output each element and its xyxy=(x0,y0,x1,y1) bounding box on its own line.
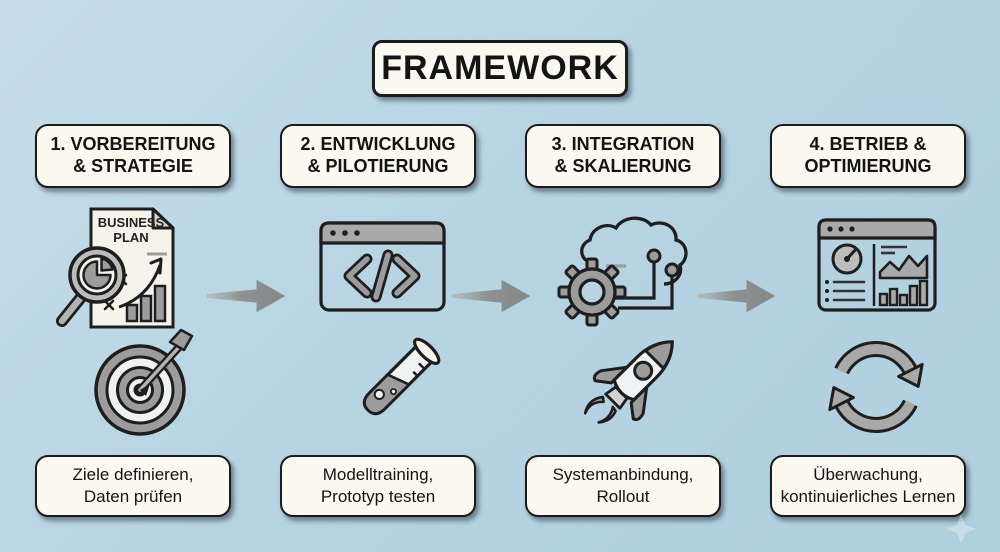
sync-arrowhead-bottom xyxy=(828,386,855,412)
rocket-nose xyxy=(643,340,674,371)
stage-2-caption: Modelltraining, Prototyp testen xyxy=(280,455,476,517)
code-window-icon xyxy=(319,221,446,312)
diagram-title-text: FRAMEWORK xyxy=(381,49,619,87)
area-chart xyxy=(878,254,929,280)
diagram-title: FRAMEWORK xyxy=(372,40,628,97)
stage-3-header: 3. INTEGRATION & SKALIERUNG xyxy=(525,124,721,188)
circuit-node-1 xyxy=(646,248,662,264)
bar-chart xyxy=(878,279,929,307)
sync-arrowhead-top xyxy=(897,362,924,388)
stage-2-header-line2: & PILOTIERUNG xyxy=(307,156,449,176)
stage-1-caption-line1: Ziele definieren, xyxy=(72,464,194,484)
stage-1-caption-line2: Daten prüfen xyxy=(83,487,183,506)
rocket-fin-right xyxy=(629,385,649,422)
rocket-fin-left xyxy=(592,365,629,385)
stage-2-caption-line2: Prototyp testen xyxy=(320,487,436,506)
stage-3-caption-line2: Rollout xyxy=(596,487,650,506)
business-plan-label-line1: BUSINESS xyxy=(98,215,165,230)
rocket-window xyxy=(633,360,654,381)
flow-arrow-3 xyxy=(696,279,776,313)
dart-fletching xyxy=(168,328,194,352)
flow-arrow-2 xyxy=(451,279,531,313)
stage-2-header: 2. ENTWICKLUNG & PILOTIERUNG xyxy=(280,124,476,188)
target-dart-icon xyxy=(94,328,194,436)
stage-1-caption: Ziele definieren, Daten prüfen xyxy=(35,455,231,517)
stage-1-header-line1: 1. VORBEREITUNG xyxy=(50,134,216,155)
stage-3-header-line1: 3. INTEGRATION xyxy=(551,134,695,155)
analytics-dashboard-icon xyxy=(817,218,937,312)
stage-4-header-line1: 4. BETRIEB & xyxy=(809,134,927,155)
circuit-line-2 xyxy=(618,276,674,310)
watermark-icon xyxy=(946,514,976,544)
gear xyxy=(557,257,627,327)
stage-1-header-line2: & STRATEGIE xyxy=(73,156,193,176)
bullet-list xyxy=(832,280,866,302)
test-tube-icon xyxy=(362,337,441,416)
stage-4-caption: Überwachung, kontinuierliches Lernen xyxy=(770,455,966,517)
stage-3-header-line2: & SKALIERUNG xyxy=(554,156,692,176)
stage-4-header: 4. BETRIEB & OPTIMIERUNG xyxy=(770,124,966,188)
stage-3-caption: Systemanbindung, Rollout xyxy=(525,455,721,517)
rocket-icon xyxy=(583,340,674,424)
rocket-flame xyxy=(583,395,605,415)
stage-4-caption-line1: Überwachung, xyxy=(813,464,923,484)
sync-cycle-icon xyxy=(828,341,924,433)
stage-4-header-line2: OPTIMIERUNG xyxy=(804,156,932,176)
flow-arrow-1 xyxy=(206,279,286,313)
stage-1-header: 1. VORBEREITUNG & STRATEGIE xyxy=(35,124,231,188)
business-plan-analysis-icon: BUSINESS PLAN xyxy=(56,207,175,329)
stage-2-header-line1: 2. ENTWICKLUNG xyxy=(300,134,456,155)
stage-2-caption-line1: Modelltraining, xyxy=(322,464,434,484)
business-plan-label-line2: PLAN xyxy=(113,230,148,245)
stage-3-caption-line1: Systemanbindung, xyxy=(552,464,694,484)
dart-tip xyxy=(140,384,150,396)
gear-cloud-integration-icon xyxy=(557,216,688,327)
circuit-node-2 xyxy=(664,262,680,278)
stage-4-caption-line2: kontinuierliches Lernen xyxy=(780,487,956,506)
